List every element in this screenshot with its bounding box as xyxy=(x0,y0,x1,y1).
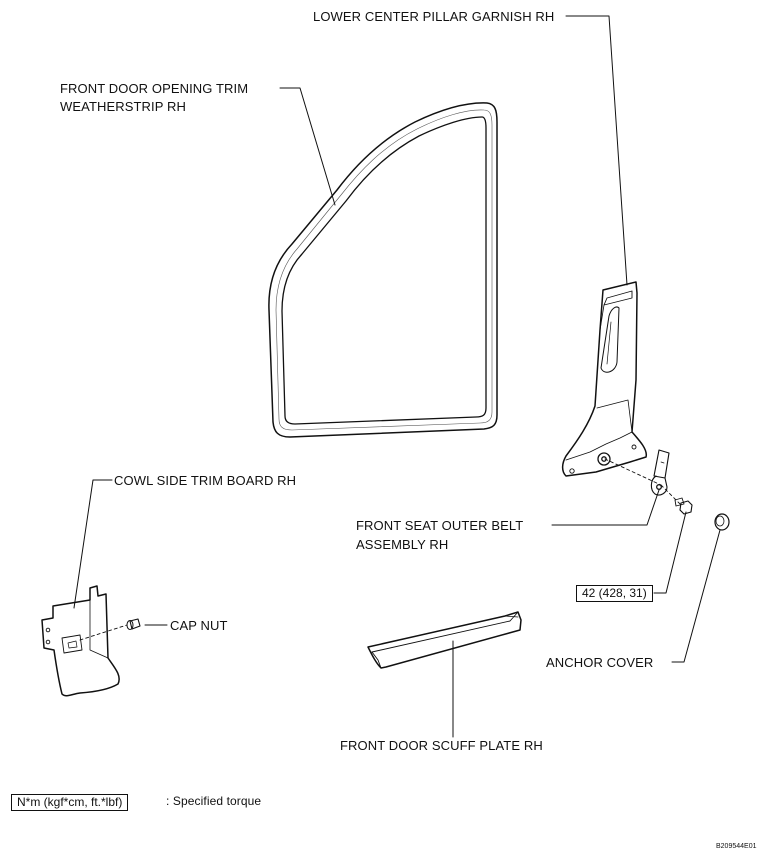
leader-weatherstrip xyxy=(279,87,336,206)
label-cowl-side-trim-board: COWL SIDE TRIM BOARD RH xyxy=(114,473,297,488)
label-front-door-opening-trim-line2: WEATHERSTRIP RH xyxy=(60,99,186,114)
leader-pillar-garnish xyxy=(565,15,628,286)
figure-id: B209544E01 xyxy=(716,843,757,850)
scuff-plate-drawing xyxy=(367,611,522,669)
belt-anchor-drawing xyxy=(604,449,730,531)
cowl-side-trim-drawing xyxy=(41,585,141,697)
label-front-seat-outer-belt-line2: ASSEMBLY RH xyxy=(356,537,449,552)
pillar-garnish-drawing xyxy=(561,281,648,477)
label-cap-nut: CAP NUT xyxy=(170,618,228,633)
legend-unit-box: N*m (kgf*cm, ft.*lbf) xyxy=(11,794,129,811)
leader-lines xyxy=(73,15,721,738)
label-front-door-opening-trim-line1: FRONT DOOR OPENING TRIM xyxy=(60,81,249,96)
leader-anchor-cover xyxy=(671,529,721,663)
torque-value-box: 42 (428, 31) xyxy=(576,585,653,602)
label-anchor-cover: ANCHOR COVER xyxy=(546,655,654,670)
weatherstrip-drawing xyxy=(268,102,498,438)
label-front-seat-outer-belt-line1: FRONT SEAT OUTER BELT xyxy=(356,518,524,533)
legend-description: : Specified torque xyxy=(166,794,262,808)
leader-belt-assembly xyxy=(551,489,660,526)
leader-cowl-side xyxy=(73,479,113,609)
label-front-door-scuff-plate: FRONT DOOR SCUFF PLATE RH xyxy=(340,738,543,753)
leader-torque xyxy=(653,511,687,594)
label-lower-center-pillar-garnish: LOWER CENTER PILLAR GARNISH RH xyxy=(313,9,555,24)
